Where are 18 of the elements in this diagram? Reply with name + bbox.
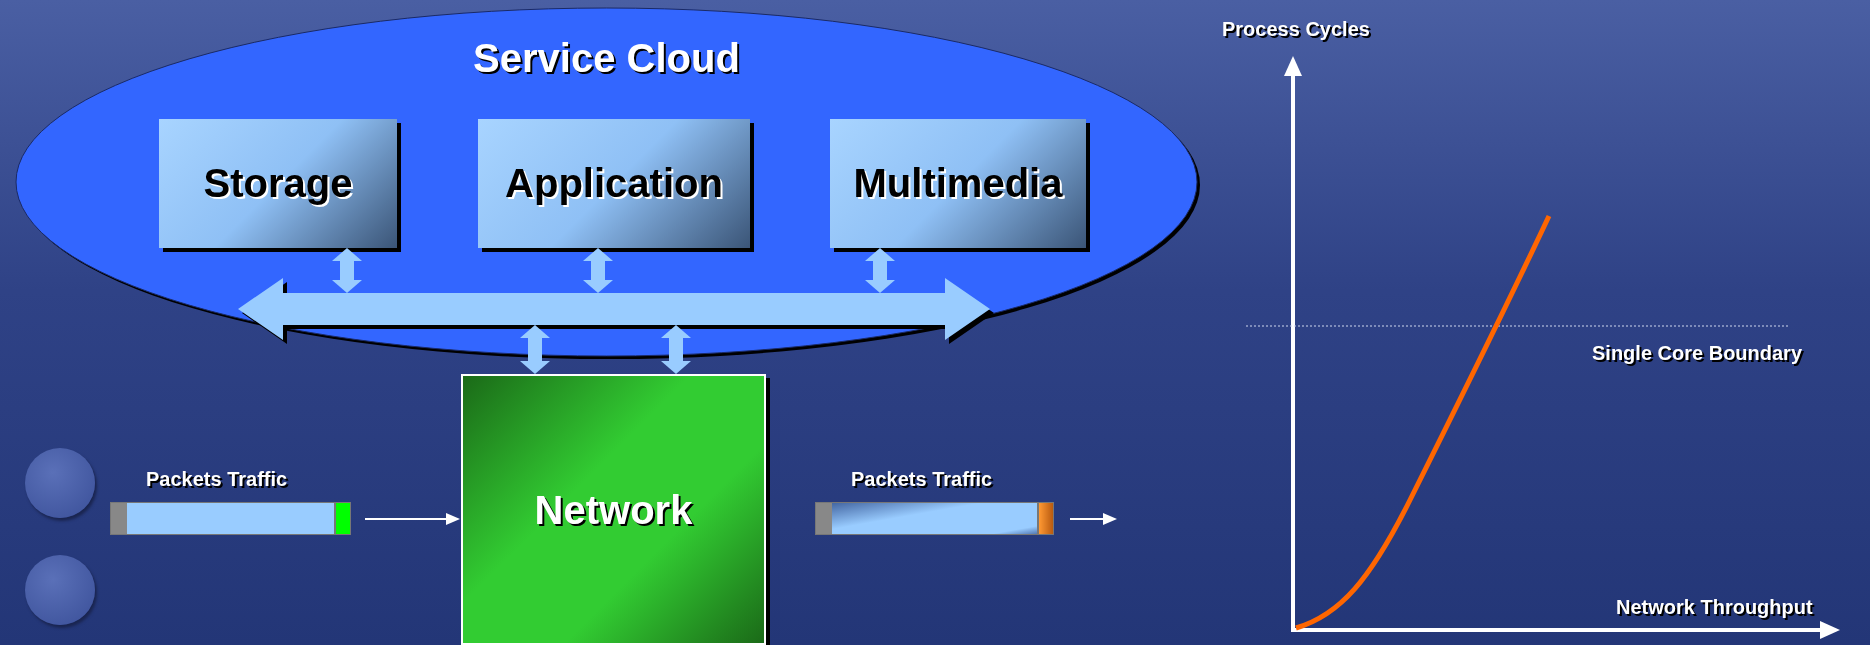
arrow (865, 248, 895, 293)
arrow (1069, 513, 1117, 525)
packet-label: Packets Traffic (146, 468, 288, 491)
box-label: Application (505, 161, 723, 206)
axis-label: Process Cycles (1222, 18, 1370, 41)
arrow (364, 513, 460, 525)
cloud-title: Service Cloud (472, 36, 741, 81)
box-label: Storage (203, 161, 353, 206)
axis-label: Single Core Boundary (1592, 342, 1803, 365)
axis-label: Network Throughput (1616, 596, 1813, 619)
arrow (520, 325, 550, 374)
arrow (583, 248, 613, 293)
box-label: Multimedia (853, 161, 1063, 206)
bullet-circle (25, 448, 95, 518)
packet-label: Packets Traffic (851, 468, 993, 491)
box-label: Network (534, 488, 693, 533)
arrow (332, 248, 362, 293)
arrow (661, 325, 691, 374)
